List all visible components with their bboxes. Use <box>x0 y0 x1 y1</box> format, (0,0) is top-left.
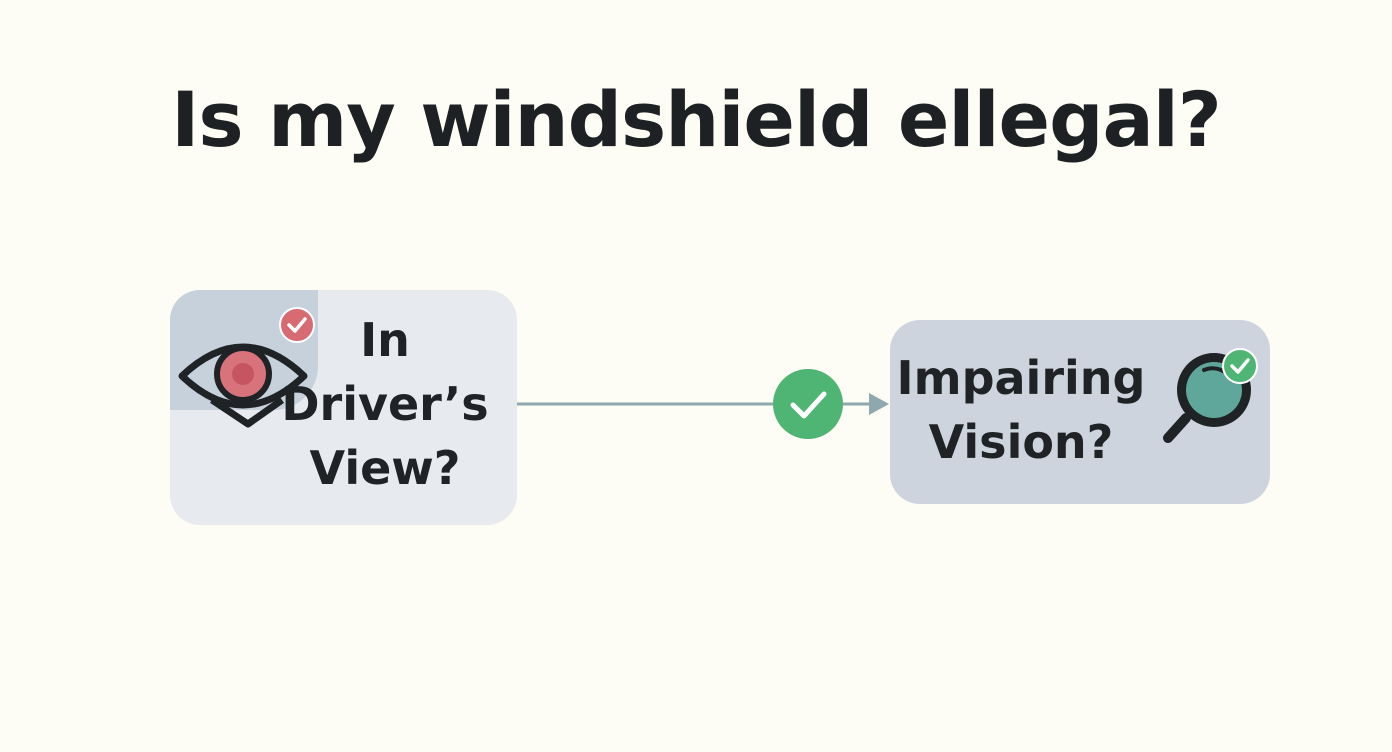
check-badge-icon <box>279 307 315 343</box>
node-label: In Driver’s View? <box>280 308 490 500</box>
node-label-line: Vision? <box>928 415 1114 469</box>
node-impairing-vision: Impairing Vision? <box>890 320 1270 504</box>
node-label-line: Impairing <box>896 351 1146 405</box>
node-label-line: In <box>360 313 410 367</box>
node-in-drivers-view: In Driver’s View? <box>170 290 517 525</box>
page-title: Is my windshield ellegal? <box>171 75 1222 164</box>
node-label-line: View? <box>309 441 461 495</box>
eye-icon <box>178 343 308 428</box>
magnifier-icon <box>1163 348 1258 443</box>
node-label-line: Driver’s <box>281 377 489 431</box>
node-label: Impairing Vision? <box>896 346 1146 474</box>
check-circle-icon <box>773 369 843 439</box>
